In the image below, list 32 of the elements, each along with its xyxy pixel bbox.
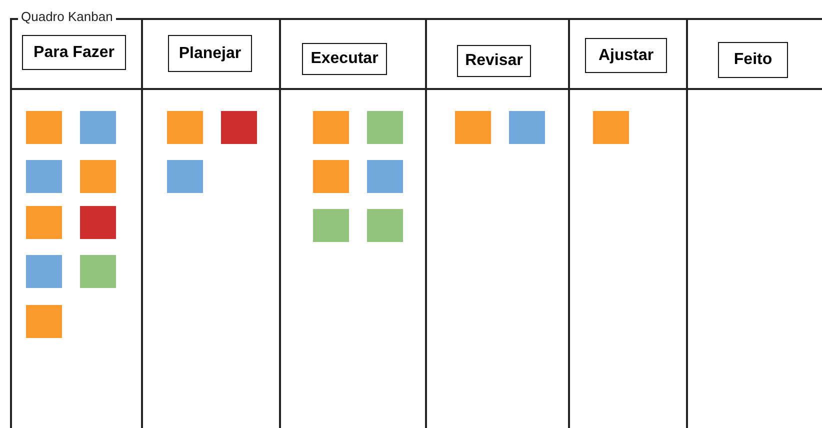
kanban-column xyxy=(427,20,570,428)
sticky-note xyxy=(367,160,403,193)
sticky-note xyxy=(26,160,62,193)
sticky-note xyxy=(221,111,257,144)
sticky-note xyxy=(509,111,545,144)
sticky-note xyxy=(26,255,62,288)
column-heading: Ajustar xyxy=(585,38,667,73)
sticky-note xyxy=(80,255,116,288)
column-heading: Executar xyxy=(302,43,387,75)
sticky-note xyxy=(167,111,203,144)
column-heading: Planejar xyxy=(168,35,252,72)
sticky-note xyxy=(80,160,116,193)
sticky-note xyxy=(313,111,349,144)
sticky-note xyxy=(313,160,349,193)
sticky-note xyxy=(26,305,62,338)
kanban-column xyxy=(570,20,688,428)
sticky-note xyxy=(367,209,403,242)
sticky-note xyxy=(455,111,491,144)
kanban-column xyxy=(281,20,427,428)
board-title: Quadro Kanban xyxy=(18,9,116,24)
sticky-note xyxy=(26,206,62,239)
sticky-note xyxy=(367,111,403,144)
column-heading: Feito xyxy=(718,42,788,78)
column-heading: Para Fazer xyxy=(22,35,126,70)
sticky-note xyxy=(80,206,116,239)
sticky-note xyxy=(313,209,349,242)
sticky-note xyxy=(593,111,629,144)
kanban-column xyxy=(143,20,281,428)
column-heading: Revisar xyxy=(457,45,531,77)
sticky-note xyxy=(26,111,62,144)
sticky-note xyxy=(167,160,203,193)
sticky-note xyxy=(80,111,116,144)
